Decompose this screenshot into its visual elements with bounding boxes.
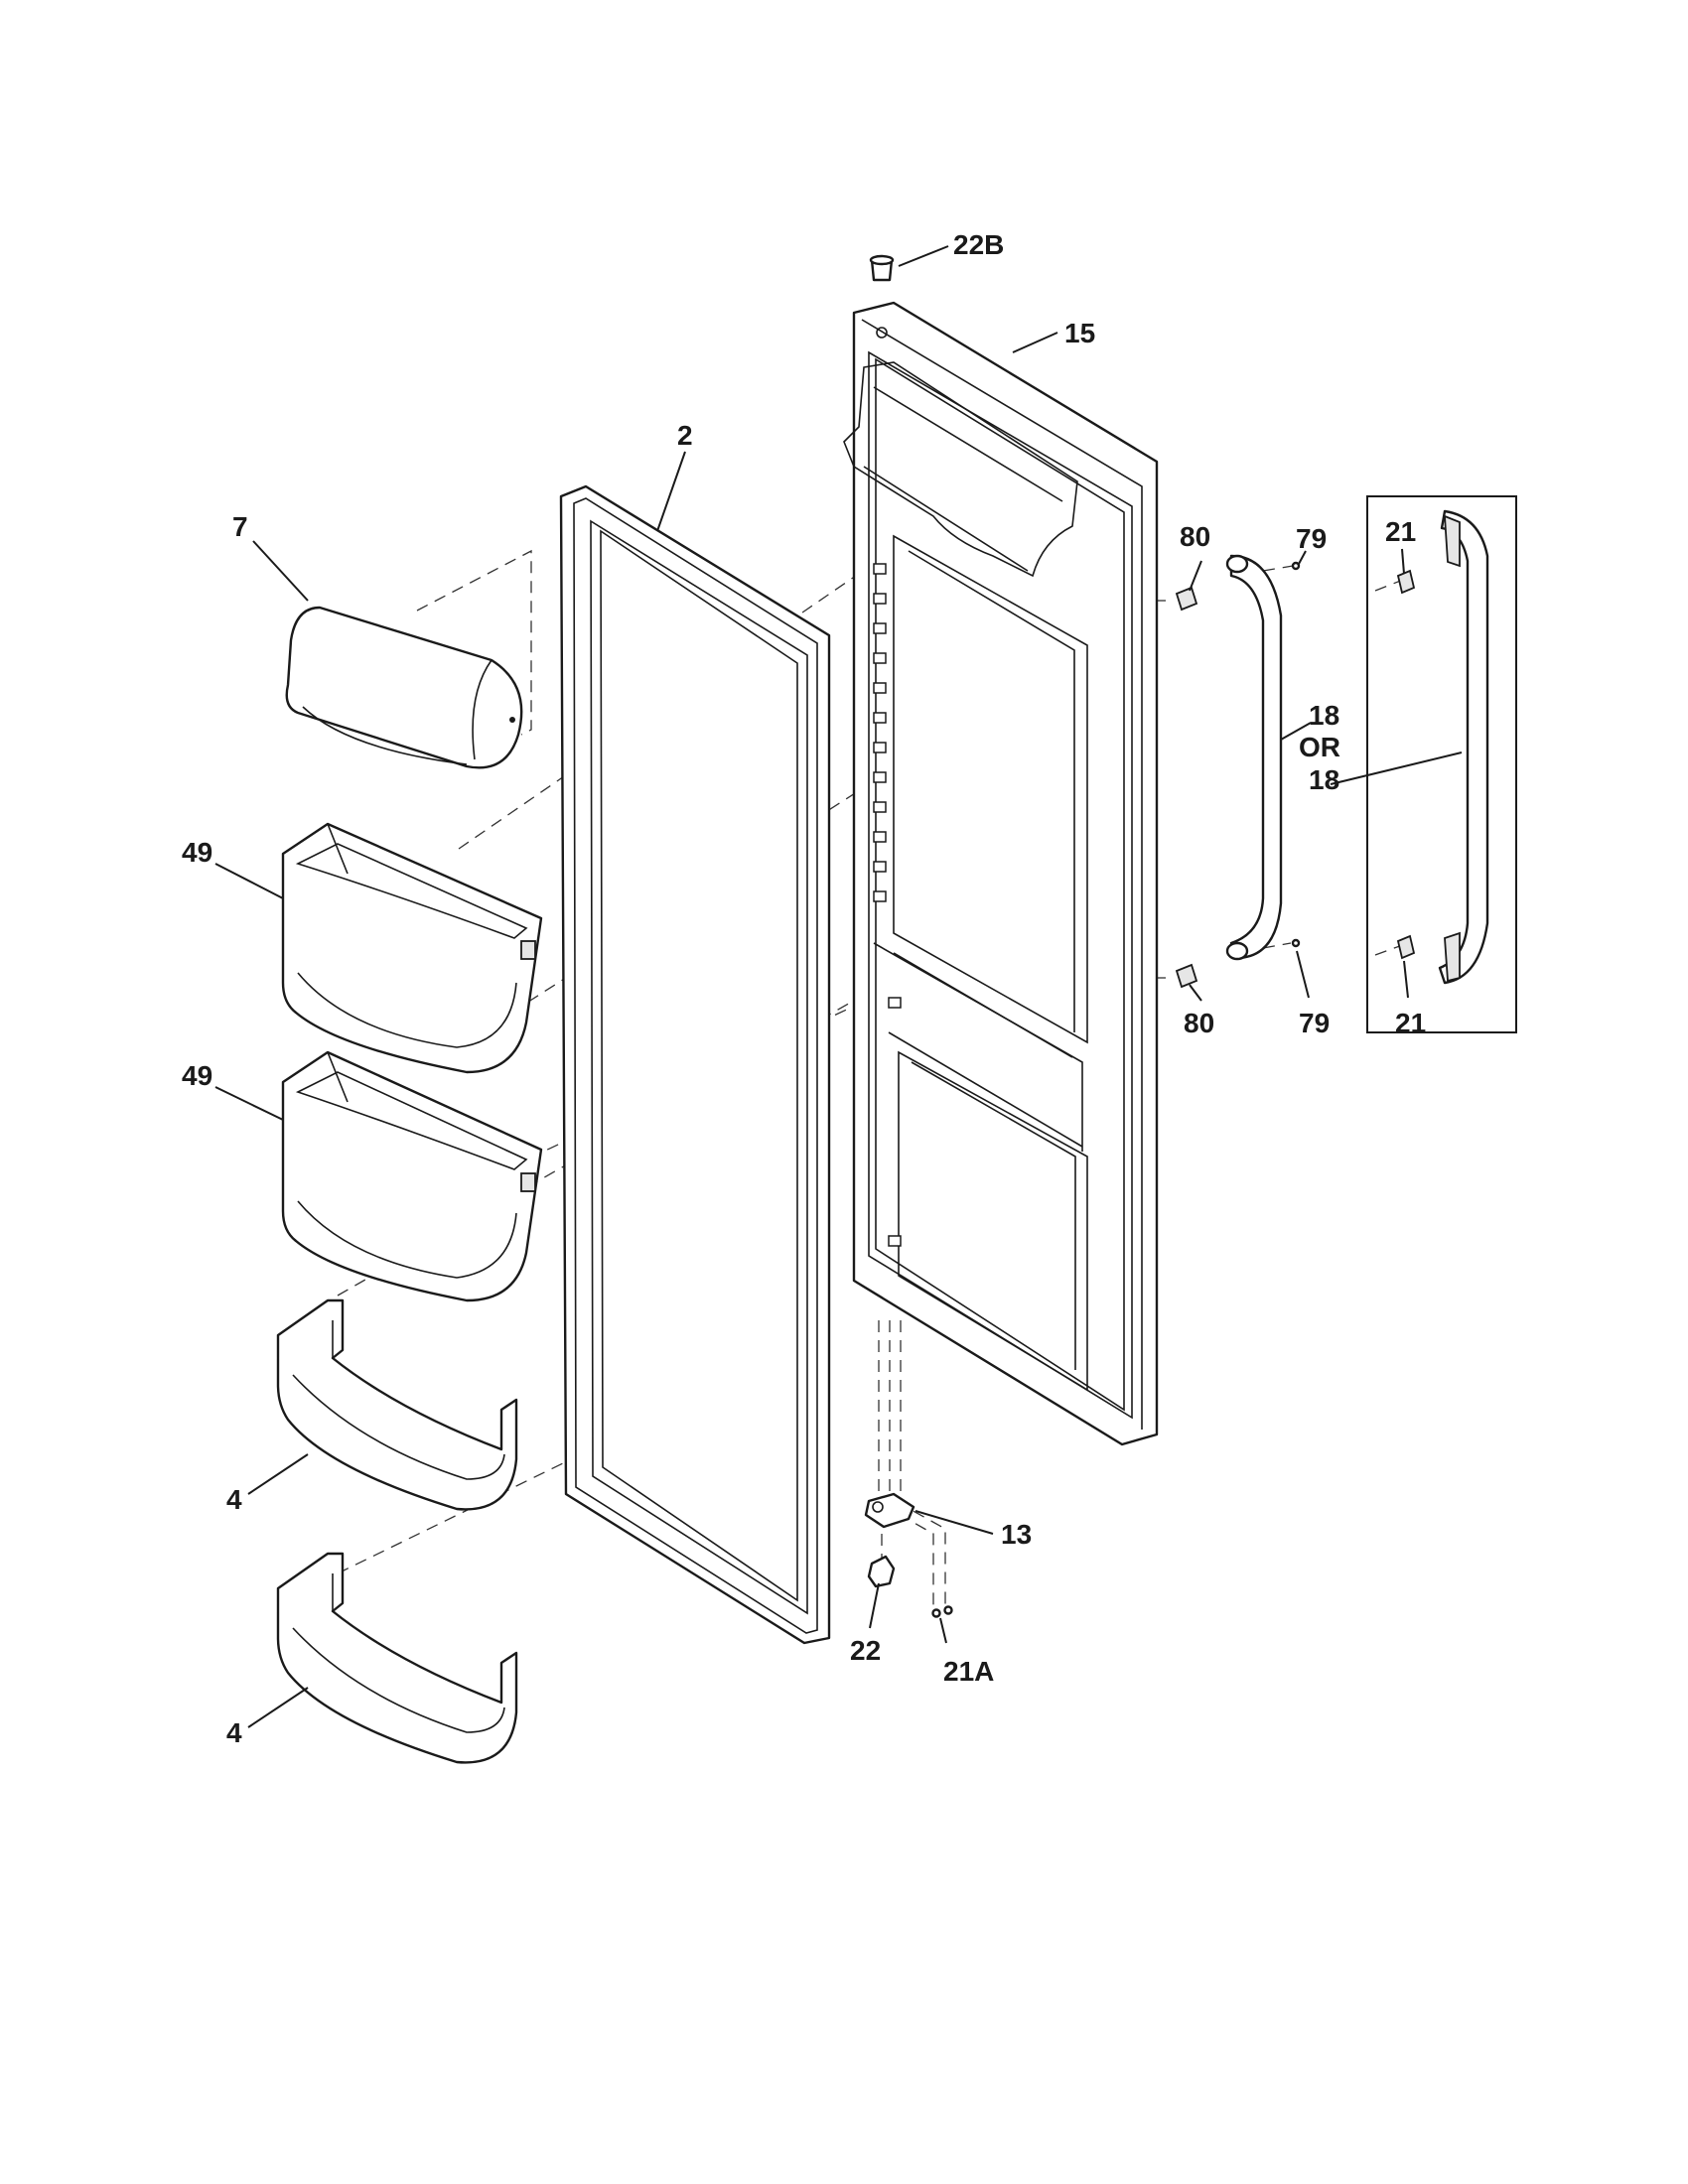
callout-4-b: 4 (226, 1717, 242, 1748)
part-18-handle-curved (1225, 554, 1283, 961)
callout-21a: 21A (943, 1656, 994, 1687)
callout-18-a: 18 (1309, 700, 1339, 731)
callout-2: 2 (677, 420, 693, 451)
callout-80-bot: 80 (1184, 1008, 1214, 1038)
part-22-bushing (867, 1555, 896, 1588)
alt-handle-box (1366, 495, 1517, 1033)
callout-7: 7 (232, 511, 248, 542)
callout-49-a: 49 (182, 837, 212, 868)
part-2-gasket (559, 484, 831, 1645)
part-22b-cap (869, 254, 895, 282)
callout-18-b: 18 (1309, 764, 1339, 795)
part-15-door (843, 301, 1159, 1446)
callout-18-or: OR (1299, 732, 1340, 762)
callout-labels: 22B 15 2 7 80 79 21 18 OR 18 49 49 80 79… (182, 229, 1426, 1748)
part-4-rack-upper (276, 1298, 518, 1511)
callout-21-bot: 21 (1395, 1008, 1426, 1038)
callout-21-top: 21 (1385, 516, 1416, 547)
callout-13: 13 (1001, 1519, 1032, 1550)
leader-lines (214, 245, 1463, 1728)
callout-49-b: 49 (182, 1060, 212, 1091)
part-49-bin-upper (281, 822, 543, 1074)
part-4-rack-lower (276, 1552, 518, 1764)
part-21a-screw (931, 1605, 953, 1618)
part-7-bucket (285, 606, 523, 769)
callout-15: 15 (1064, 318, 1095, 348)
part-79-screws (1291, 561, 1301, 948)
callout-4-a: 4 (226, 1484, 242, 1515)
callout-80-top: 80 (1180, 521, 1210, 552)
part-80-screws (1175, 586, 1198, 989)
callout-22: 22 (850, 1635, 881, 1666)
callout-22b: 22B (953, 229, 1004, 260)
part-13-hinge (864, 1492, 915, 1529)
callout-79-bot: 79 (1299, 1008, 1330, 1038)
callout-79-top: 79 (1296, 523, 1327, 554)
part-49-bin-lower (281, 1050, 543, 1302)
